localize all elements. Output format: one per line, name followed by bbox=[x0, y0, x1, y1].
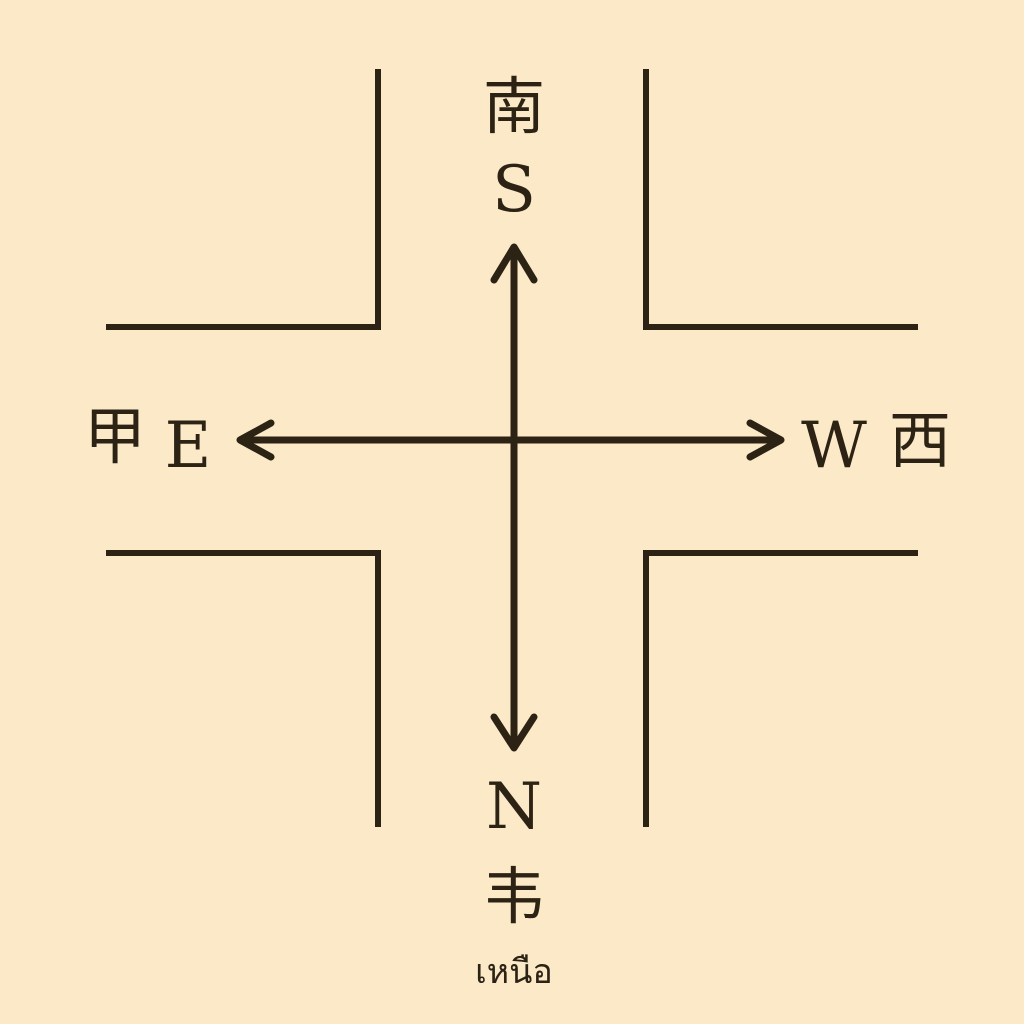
arrowhead-down-icon bbox=[490, 713, 538, 752]
bottom-glyph: 韦 bbox=[482, 860, 545, 933]
right-glyph: 西 bbox=[888, 404, 951, 477]
arrowhead-left-icon bbox=[236, 419, 275, 461]
arrowhead-right-icon bbox=[746, 419, 785, 461]
road-corner-bottom-left bbox=[106, 550, 381, 827]
left-glyph: 甲 bbox=[83, 400, 146, 473]
arrowhead-up-icon bbox=[490, 243, 538, 284]
road-corner-top-left bbox=[106, 69, 381, 330]
bottom-letter-north: N bbox=[486, 770, 542, 844]
bottom-thai-word: เหนือ bbox=[475, 952, 553, 992]
right-letter-west: W bbox=[801, 409, 867, 483]
road-corner-bottom-right bbox=[643, 550, 918, 827]
road-corner-top-right bbox=[643, 69, 918, 330]
top-glyph: 南 bbox=[482, 70, 545, 143]
top-letter-south: S bbox=[492, 153, 536, 227]
left-letter-east: E bbox=[164, 409, 212, 483]
